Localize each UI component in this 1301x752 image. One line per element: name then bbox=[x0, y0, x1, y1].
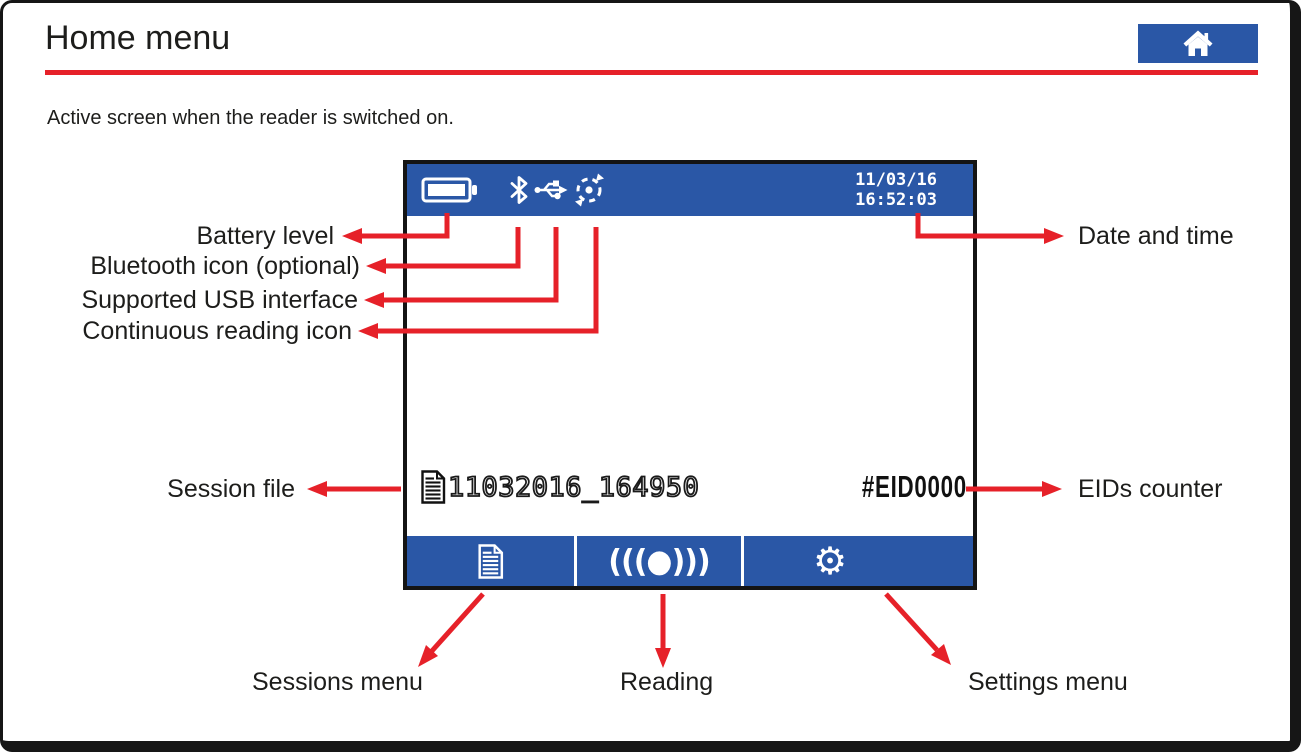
reader-screen: 11/03/16 16:52:03 1 bbox=[403, 160, 977, 590]
eids-arrow-head bbox=[1042, 481, 1062, 497]
sessions-menu-button[interactable] bbox=[407, 536, 574, 586]
eid-counter: #EID0000 bbox=[861, 469, 967, 504]
callout-usb-interface: Supported USB interface bbox=[81, 286, 358, 314]
bluetooth-arrow-head bbox=[366, 258, 386, 274]
datetime-arrow-head bbox=[1044, 228, 1064, 244]
battery-icon bbox=[421, 177, 477, 203]
bluetooth-icon bbox=[510, 176, 528, 204]
settings-menu-button[interactable]: ⚙ bbox=[744, 536, 916, 586]
home-icon bbox=[1183, 30, 1213, 56]
sessions-document-icon bbox=[478, 543, 504, 579]
callout-continuous-reading: Continuous reading icon bbox=[82, 317, 352, 345]
bottom-bar-divider bbox=[741, 536, 744, 586]
status-bar: 11/03/16 16:52:03 bbox=[407, 164, 973, 216]
intro-text: Active screen when the reader is switche… bbox=[47, 107, 454, 129]
usb-icon bbox=[534, 180, 568, 200]
callout-battery-level: Battery level bbox=[196, 222, 334, 250]
title-rule bbox=[45, 70, 1258, 75]
session-file-name: 11032016_164950 bbox=[447, 471, 700, 504]
callout-date-and-time: Date and time bbox=[1078, 222, 1234, 250]
datetime-display: 11/03/16 16:52:03 bbox=[855, 170, 937, 210]
callout-settings-menu: Settings menu bbox=[968, 668, 1128, 696]
gear-icon: ⚙ bbox=[812, 539, 848, 583]
reading-icon: (((●))) bbox=[608, 542, 710, 580]
callout-sessions-menu: Sessions menu bbox=[252, 668, 423, 696]
bottom-bar: (((●))) ⚙ bbox=[407, 536, 973, 586]
reading-arrow-head bbox=[655, 648, 671, 668]
callout-reading: Reading bbox=[620, 668, 714, 696]
reading-button[interactable]: (((●))) bbox=[577, 536, 741, 586]
callout-eids-counter: EIDs counter bbox=[1078, 475, 1223, 503]
settings-menu-arrow-head bbox=[931, 644, 951, 665]
time-value: 16:52:03 bbox=[855, 190, 937, 210]
continuous-arrow-head bbox=[358, 323, 378, 339]
session-file-icon bbox=[421, 470, 446, 504]
date-value: 11/03/16 bbox=[855, 170, 937, 190]
callout-session-file: Session file bbox=[167, 475, 295, 503]
home-button[interactable] bbox=[1138, 24, 1258, 63]
bottom-bar-divider bbox=[574, 536, 577, 586]
page-title: Home menu bbox=[45, 19, 231, 57]
sessions-menu-arrow-line bbox=[429, 592, 485, 654]
continuous-reading-icon bbox=[575, 173, 604, 207]
screen-body: 11032016_164950 #EID0000 bbox=[407, 216, 973, 536]
session-arrow-head bbox=[307, 481, 327, 497]
battery-arrow-head bbox=[342, 228, 362, 244]
usb-arrow-head bbox=[364, 292, 384, 308]
callout-bluetooth-icon: Bluetooth icon (optional) bbox=[90, 252, 360, 280]
settings-menu-arrow-line bbox=[884, 592, 939, 652]
sessions-menu-arrow-head bbox=[418, 645, 438, 667]
session-row: 11032016_164950 #EID0000 bbox=[420, 467, 967, 507]
